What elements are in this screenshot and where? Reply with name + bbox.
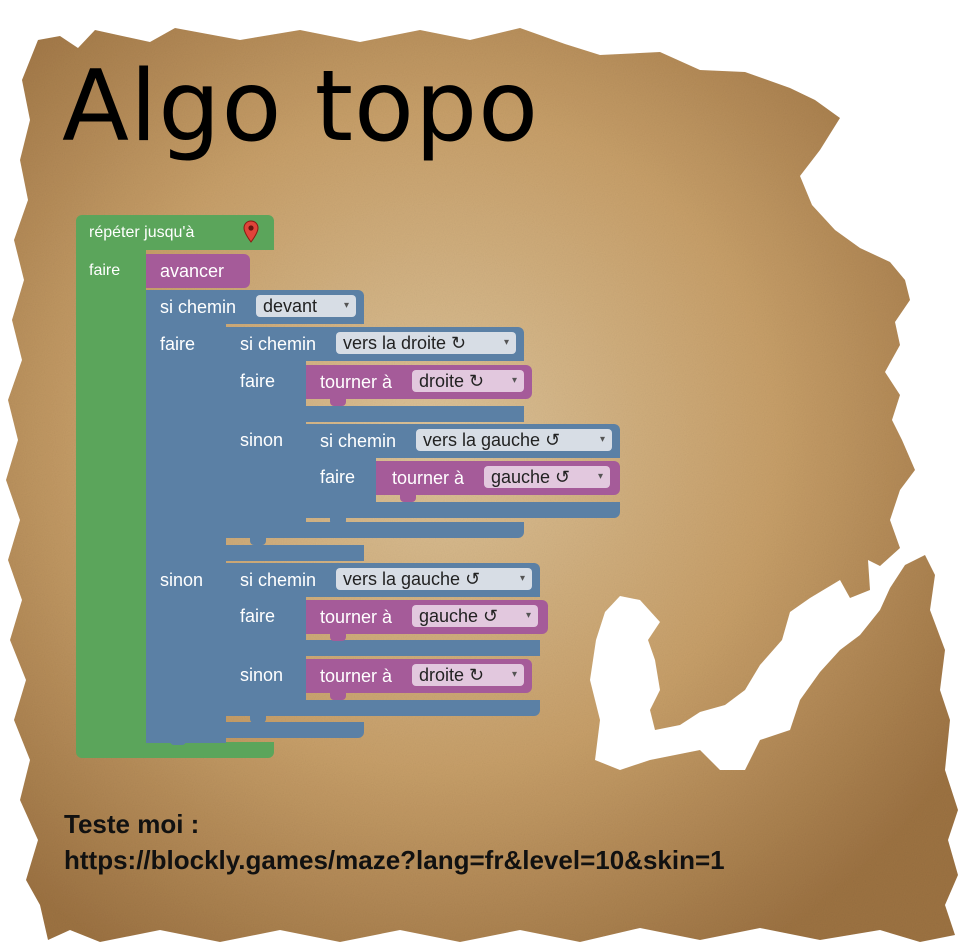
dropdown-arrow-icon: ▾ <box>599 434 605 445</box>
turn-label: tourner à <box>320 666 393 686</box>
path-direction-value: devant <box>263 296 318 316</box>
dropdown-arrow-icon: ▾ <box>511 669 517 680</box>
block-connector <box>330 398 346 406</box>
if-block-arm <box>226 360 306 532</box>
repeat-block-bottom <box>76 742 274 758</box>
repeat-block-arm <box>76 249 146 744</box>
dropdown-arrow-icon: ▾ <box>519 573 525 584</box>
turn-direction-dropdown[interactable]: droite ↻ ▾ <box>412 370 524 392</box>
block-connector <box>250 715 266 723</box>
path-direction-value: vers la gauche ↺ <box>343 569 481 589</box>
footer-text: Teste moi : https://blockly.games/maze?l… <box>64 806 725 878</box>
path-direction-value: vers la droite ↻ <box>343 333 467 353</box>
if-else-divider <box>226 406 524 422</box>
footer-link[interactable]: https://blockly.games/maze?lang=fr&level… <box>64 845 725 875</box>
repeat-do-label: faire <box>89 262 121 279</box>
turn-direction-value: gauche ↺ <box>491 467 571 487</box>
footer-line-1: Teste moi : <box>64 809 200 839</box>
if-path-label: si chemin <box>320 431 397 451</box>
move-forward-block[interactable] <box>146 254 250 288</box>
if-block-bottom <box>226 522 524 538</box>
if-path-label: si chemin <box>240 570 317 590</box>
dropdown-arrow-icon: ▾ <box>597 471 603 482</box>
if-else-label: sinon <box>240 430 284 450</box>
page-title: Algo topo <box>62 50 540 164</box>
block-connector <box>330 633 346 641</box>
turn-direction-dropdown[interactable]: gauche ↺ ▾ <box>412 605 538 627</box>
if-block-bottom <box>146 722 364 738</box>
dropdown-arrow-icon: ▾ <box>343 300 349 311</box>
turn-direction-value: droite ↻ <box>419 371 485 391</box>
if-else-label: sinon <box>160 570 204 590</box>
turn-label: tourner à <box>320 372 393 392</box>
turn-label: tourner à <box>320 607 393 627</box>
if-do-label: faire <box>240 371 276 391</box>
repeat-until-block[interactable] <box>76 215 274 250</box>
turn-direction-value: gauche ↺ <box>419 606 499 626</box>
if-do-label: faire <box>320 467 356 487</box>
if-block-arm <box>146 323 226 743</box>
path-direction-dropdown[interactable]: vers la gauche ↺ ▾ <box>416 429 612 451</box>
path-direction-dropdown[interactable]: devant ▾ <box>256 295 356 317</box>
if-else-label: sinon <box>240 665 284 685</box>
move-forward-label: avancer <box>160 261 225 281</box>
block-connector <box>330 692 346 700</box>
if-else-divider <box>226 640 540 656</box>
if-do-label: faire <box>160 334 196 354</box>
if-block-bottom <box>306 502 620 518</box>
if-block-arm <box>306 457 376 507</box>
if-path-label: si chemin <box>160 297 237 317</box>
goal-marker-icon <box>243 220 259 243</box>
turn-direction-dropdown[interactable]: droite ↻ ▾ <box>412 664 524 686</box>
if-else-divider <box>146 545 364 561</box>
path-direction-dropdown[interactable]: vers la droite ↻ ▾ <box>336 332 516 354</box>
if-block-bottom <box>226 700 540 716</box>
turn-direction-dropdown[interactable]: gauche ↺ ▾ <box>484 466 610 488</box>
dropdown-arrow-icon: ▾ <box>503 337 509 348</box>
path-direction-value: vers la gauche ↺ <box>423 430 561 450</box>
block-connector <box>400 494 416 502</box>
dropdown-arrow-icon: ▾ <box>525 610 531 621</box>
if-do-label: faire <box>240 606 276 626</box>
if-path-label: si chemin <box>240 334 317 354</box>
repeat-label: répéter jusqu'à <box>89 224 195 241</box>
block-connector <box>250 537 266 545</box>
path-direction-dropdown[interactable]: vers la gauche ↺ ▾ <box>336 568 532 590</box>
turn-direction-value: droite ↻ <box>419 665 485 685</box>
block-connector <box>330 517 346 525</box>
dropdown-arrow-icon: ▾ <box>511 375 517 386</box>
turn-label: tourner à <box>392 468 465 488</box>
block-connector <box>170 737 186 745</box>
